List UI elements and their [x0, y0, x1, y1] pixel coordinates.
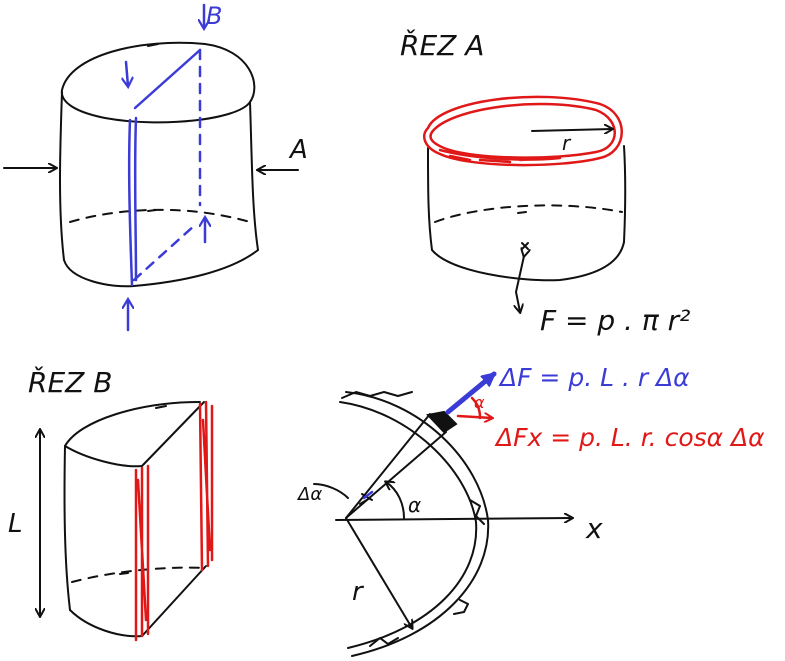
section-a-radius-arrow	[531, 129, 612, 131]
label-delta-alpha: Δα	[296, 484, 322, 505]
label-axis-x: x	[585, 512, 603, 545]
section-b-cut-surface	[134, 400, 214, 642]
cylinder-main	[59, 41, 259, 288]
label-delta-fx: ΔFx = p. L. r. cosα Δα	[494, 423, 765, 452]
label-force-a: F = p . π r²	[540, 304, 690, 337]
label-arrow-b: B	[206, 2, 222, 30]
label-alpha: α	[408, 493, 421, 517]
label-arrow-a: A	[288, 135, 308, 165]
section-a-title: ŘEZ A	[400, 28, 484, 62]
label-radius-b: r	[352, 577, 365, 607]
half-shell-arc	[339, 391, 490, 657]
force-delta-f-arrow	[445, 371, 497, 415]
label-delta-f: ΔF = p. L . r Δα	[498, 363, 690, 392]
label-radius-a: r	[562, 131, 572, 155]
label-alpha-small: α	[474, 393, 485, 412]
angle-sector	[313, 413, 572, 628]
section-a-cylinder	[427, 145, 627, 282]
section-b-title: ŘEZ B	[28, 365, 112, 399]
section-b-cut-lines	[126, 3, 205, 332]
section-a-cut-surface	[423, 95, 623, 167]
force-delta-fx-arrow	[456, 396, 492, 418]
section-a-force-arrow	[516, 242, 528, 312]
label-length: L	[8, 509, 23, 539]
shell-element	[426, 410, 458, 434]
